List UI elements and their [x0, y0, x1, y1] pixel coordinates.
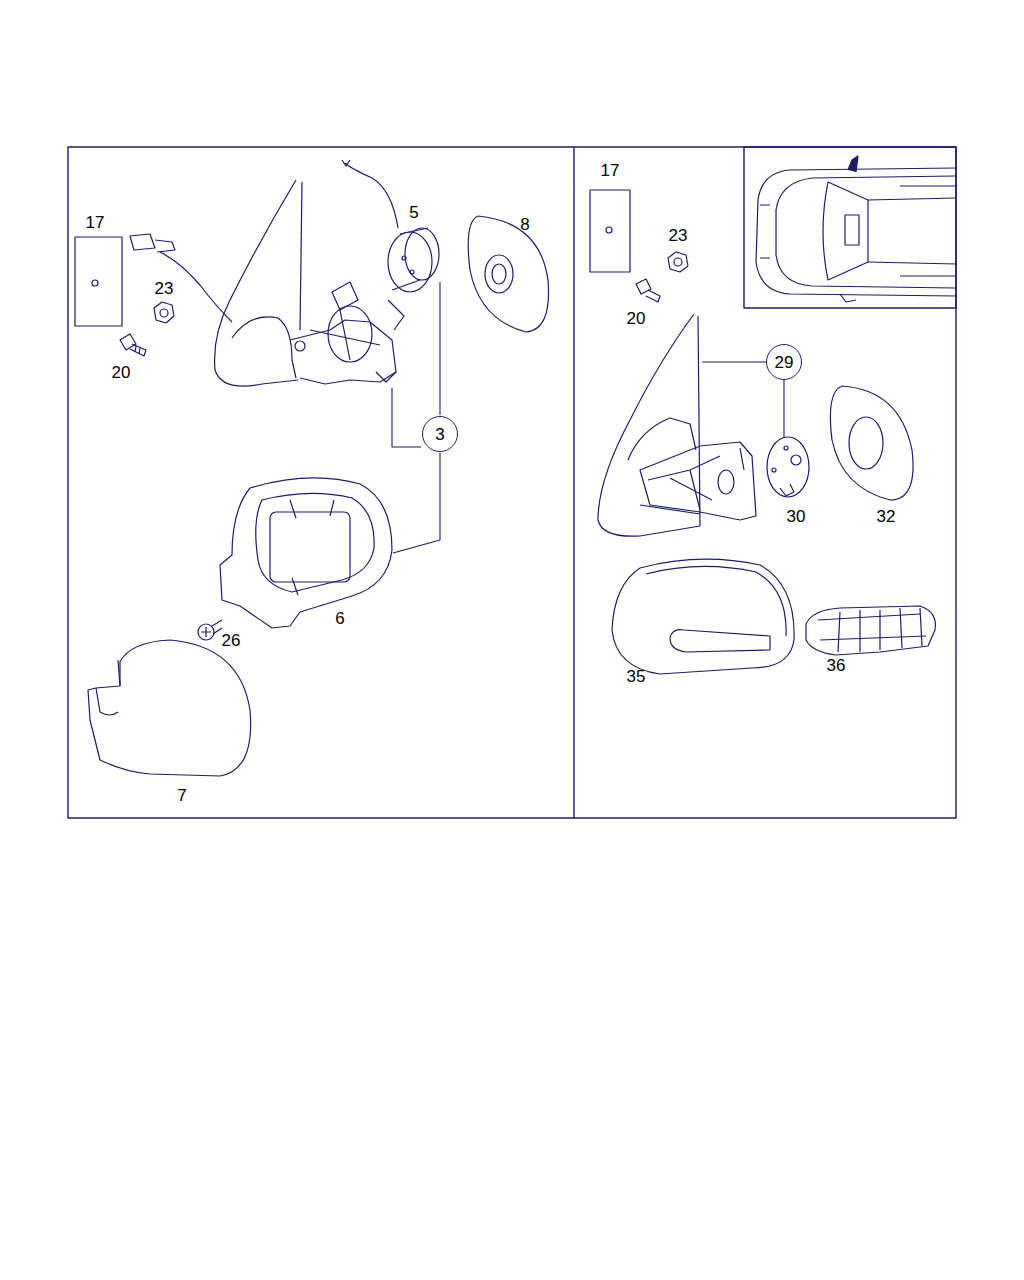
- callout-number: 29: [775, 354, 794, 371]
- cover-7: [88, 640, 251, 776]
- callout-number: 30: [787, 508, 806, 525]
- frame: [68, 147, 956, 818]
- callout-number: 6: [335, 610, 344, 627]
- callout-number: 26: [222, 632, 241, 649]
- callout-number: 8: [520, 216, 529, 233]
- callout-number: 23: [669, 227, 688, 244]
- car-top-view: [756, 156, 956, 302]
- inset-frame: [744, 147, 956, 308]
- callout-number: 20: [627, 310, 646, 327]
- callout-number: 7: [177, 787, 186, 804]
- callout-number: 20: [112, 364, 131, 381]
- pad-17-right: [590, 190, 630, 272]
- cover-35: [612, 559, 794, 674]
- lamp-36: [806, 606, 935, 655]
- motor-30: [767, 437, 809, 497]
- mirror-base: [215, 180, 404, 386]
- callout-number: 17: [601, 162, 620, 179]
- callout-number: 5: [409, 204, 418, 221]
- callout-circle: 29: [766, 344, 802, 380]
- nut-23-right: [668, 252, 688, 272]
- nut-23: [154, 302, 174, 323]
- callout-number: 3: [435, 426, 444, 443]
- motor-5: [342, 160, 439, 292]
- callout-number: 32: [877, 508, 896, 525]
- callout-number: 17: [86, 214, 105, 231]
- pad-17: [75, 237, 122, 326]
- mirror-base-right: [598, 314, 756, 536]
- screw-20-right: [636, 279, 660, 302]
- callout-number: 35: [627, 668, 646, 685]
- glass-8: [468, 216, 548, 332]
- divider: [573, 147, 574, 818]
- screw-26: [198, 620, 222, 640]
- plug-wire: [130, 234, 232, 322]
- screw-20: [120, 334, 146, 356]
- glass-32: [830, 386, 913, 500]
- callout-number: 23: [155, 280, 174, 297]
- callout-number: 36: [827, 657, 846, 674]
- callout-circle: 3: [422, 416, 458, 452]
- leader-lines: [392, 282, 784, 553]
- frame-6: [220, 478, 392, 628]
